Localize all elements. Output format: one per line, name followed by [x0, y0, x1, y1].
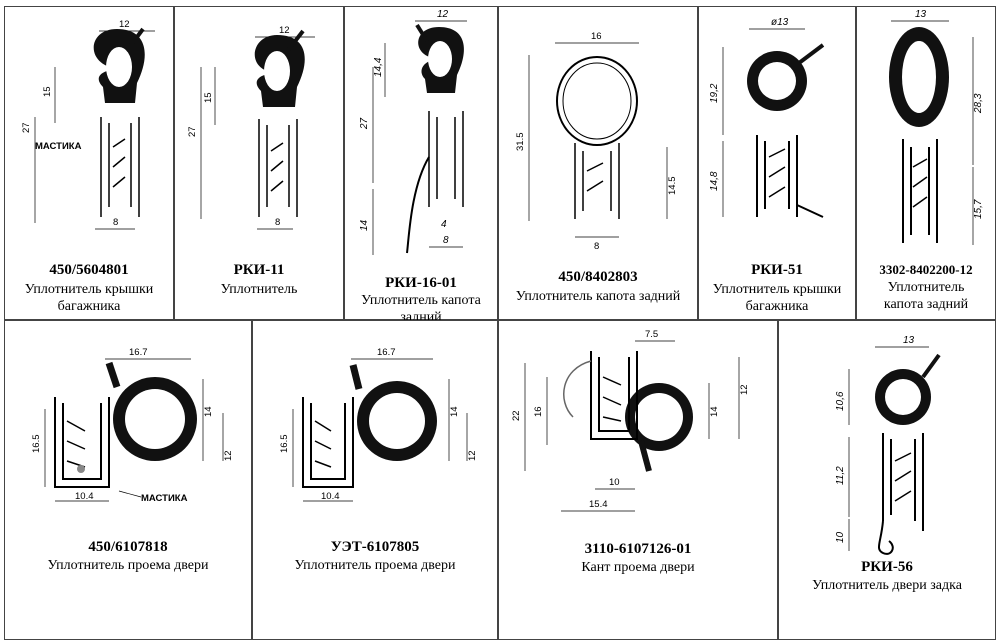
svg-text:19,2: 19,2: [709, 83, 720, 103]
svg-text:15,7: 15,7: [973, 199, 984, 219]
product-cell-rki-11: 12 27 15 8 РКИ-11 Уплотнитель: [174, 6, 344, 320]
profile-drawing: 16 31.5 14.5 8: [515, 31, 678, 252]
profile-drawing: 16.7 16.5 14 12 10.4 МАСТИКА: [31, 347, 234, 504]
profile-drawing: 12 14,4 27 14 4 8: [359, 9, 467, 255]
svg-text:13: 13: [903, 335, 915, 346]
product-code: 3302-8402200-12: [879, 262, 973, 277]
product-cell-rki-56: 13 10,6 11,2 10 РКИ-56 Уплотнитель двери…: [778, 320, 996, 640]
product-description: Уплотнитель: [220, 282, 298, 297]
product-cell-rki-51: ø13 19,2 14,8 РКИ-51 Уплотнитель крышки …: [698, 6, 856, 320]
svg-text:8: 8: [594, 241, 599, 252]
svg-text:16.7: 16.7: [377, 347, 396, 358]
product-code: РКИ-16-01: [385, 275, 457, 291]
svg-text:27: 27: [187, 126, 198, 137]
svg-text:16.7: 16.7: [129, 347, 148, 358]
product-description: Уплотнитель проема двери: [294, 558, 456, 573]
svg-text:28,3: 28,3: [973, 93, 984, 114]
profile-drawing: 16.7 16.5 14 12 10.4: [279, 347, 478, 502]
product-description: Уплотнитель крышки багажника: [24, 282, 154, 314]
svg-text:15: 15: [203, 92, 214, 103]
svg-text:12: 12: [279, 25, 290, 36]
product-description: Уплотнитель капота задний: [883, 280, 969, 312]
svg-text:16: 16: [533, 406, 544, 417]
svg-text:14: 14: [709, 406, 720, 417]
mastic-label: МАСТИКА: [141, 493, 188, 504]
svg-text:8: 8: [113, 217, 118, 228]
svg-text:ø13: ø13: [771, 17, 789, 28]
product-cell-450-5604801: 12 27 15 МАСТИКА 8 450/5604801 Уплотните…: [4, 6, 174, 320]
svg-text:10: 10: [609, 477, 620, 488]
product-code: 450/8402803: [558, 269, 638, 285]
svg-text:14: 14: [359, 219, 370, 231]
svg-text:22: 22: [511, 410, 522, 421]
product-description: Уплотнитель двери задка: [812, 578, 962, 593]
product-code: УЭТ-6107805: [330, 539, 420, 555]
profile-drawing: 12 27 15 8: [187, 25, 315, 230]
svg-text:15.4: 15.4: [589, 499, 608, 510]
svg-text:4: 4: [441, 219, 447, 230]
product-cell-3302-8402200-12: 13 28,3 15,7 3302-8402200-12 Уплотнитель…: [856, 6, 996, 320]
profile-drawing: ø13 19,2 14,8: [709, 17, 825, 218]
svg-text:7.5: 7.5: [645, 329, 658, 340]
product-description: Уплотнитель крышки багажника: [712, 282, 842, 314]
product-code: РКИ-11: [233, 262, 285, 278]
product-cell-uet-6107805: 16.7 16.5 14 12 10.4 УЭТ-6107805 Уплотни…: [252, 320, 498, 640]
svg-text:16.5: 16.5: [31, 435, 42, 454]
svg-text:8: 8: [443, 235, 449, 246]
profile-drawing: 13 28,3 15,7: [889, 9, 984, 245]
product-cell-450-6107818: 16.7 16.5 14 12 10.4 МАСТИКА 450/6107818…: [4, 320, 252, 640]
svg-text:10: 10: [835, 531, 846, 543]
product-code: 450/6107818: [88, 539, 168, 555]
svg-text:14: 14: [203, 406, 214, 417]
product-code: 3110-6107126-01: [584, 541, 692, 557]
product-code: РКИ-56: [861, 559, 913, 575]
svg-text:16.5: 16.5: [279, 435, 290, 454]
svg-text:10,6: 10,6: [835, 391, 846, 411]
svg-text:13: 13: [915, 9, 927, 20]
svg-text:27: 27: [21, 122, 32, 133]
product-description: Уплотнитель капота задний: [515, 289, 681, 304]
product-cell-450-8402803: 16 31.5 14.5 8 450/8402803 Уплотнитель к…: [498, 6, 698, 320]
svg-text:12: 12: [437, 9, 449, 20]
svg-text:27: 27: [359, 117, 370, 130]
svg-text:12: 12: [739, 384, 750, 395]
svg-text:31.5: 31.5: [515, 133, 526, 152]
svg-text:12: 12: [119, 19, 130, 30]
product-cell-rki-16-01: 12 14,4 27 14 4 8 РКИ-16-01 Уплотнитель …: [344, 6, 498, 325]
product-code: 450/5604801: [49, 262, 129, 278]
product-description: Кант проема двери: [581, 560, 695, 575]
mastic-label: МАСТИКА: [35, 141, 82, 152]
svg-text:10.4: 10.4: [321, 491, 340, 502]
svg-text:10.4: 10.4: [75, 491, 94, 502]
product-code: РКИ-51: [751, 262, 803, 278]
svg-text:14,8: 14,8: [709, 171, 720, 191]
svg-text:8: 8: [275, 217, 280, 228]
svg-text:14.5: 14.5: [667, 177, 678, 196]
svg-text:12: 12: [223, 450, 234, 461]
profile-drawing: 13 10,6 11,2 10: [835, 335, 941, 555]
svg-text:14: 14: [449, 406, 460, 417]
svg-text:12: 12: [467, 450, 478, 461]
profile-drawing: 7.5 22 16 14 12 10 15.4: [511, 329, 750, 512]
svg-text:14,4: 14,4: [373, 57, 384, 77]
svg-text:15: 15: [42, 86, 53, 97]
profile-drawing: 12 27 15 МАСТИКА 8: [21, 19, 155, 230]
svg-text:11,2: 11,2: [835, 466, 846, 485]
product-description: Уплотнитель проема двери: [47, 558, 209, 573]
svg-text:16: 16: [591, 31, 602, 42]
product-cell-3110-6107126-01: 7.5 22 16 14 12 10 15.4 3110-6107126-01 …: [498, 320, 778, 640]
